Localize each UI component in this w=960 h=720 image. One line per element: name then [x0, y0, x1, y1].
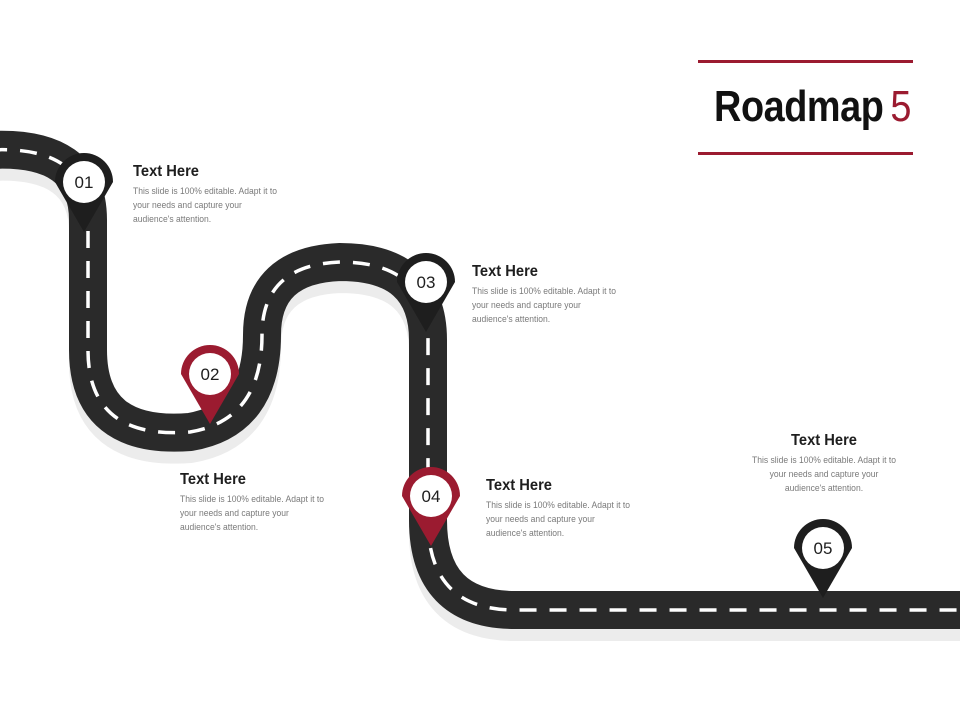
milestone-text-04: Text Here This slide is 100% editable. A… [486, 476, 646, 541]
milestone-heading-03: Text Here [472, 263, 538, 280]
milestone-text-05: Text Here This slide is 100% editable. A… [744, 431, 904, 496]
pin-05-label: 05 [814, 539, 833, 558]
title-top-rule [698, 60, 913, 63]
milestone-body-02: This slide is 100% editable. Adapt it to… [180, 494, 325, 533]
milestone-body-03: This slide is 100% editable. Adapt it to… [472, 286, 617, 325]
pin-02-label: 02 [201, 365, 220, 384]
milestone-heading-05: Text Here [790, 432, 857, 449]
milestone-text-03: Text Here This slide is 100% editable. A… [472, 262, 632, 327]
milestone-heading-01: Text Here [133, 163, 199, 180]
milestone-pin-01: 01 [55, 153, 113, 232]
title-main: Roadmap [714, 82, 884, 131]
milestone-pin-02: 02 [181, 345, 239, 424]
pin-01-label: 01 [75, 173, 94, 192]
milestone-body-01: This slide is 100% editable. Adapt it to… [133, 186, 278, 225]
milestone-heading-02: Text Here [180, 471, 246, 488]
milestone-text-01: Text Here This slide is 100% editable. A… [133, 162, 293, 227]
title-number: 5 [890, 82, 911, 131]
title-bottom-rule [698, 152, 913, 155]
milestone-body-05: This slide is 100% editable. Adapt it to… [751, 455, 896, 494]
pin-04-label: 04 [422, 487, 441, 506]
milestone-text-02: Text Here This slide is 100% editable. A… [180, 470, 340, 535]
milestone-pin-04: 04 [402, 467, 460, 546]
pin-03-label: 03 [417, 273, 436, 292]
milestone-pin-05: 05 [794, 519, 852, 598]
milestone-body-04: This slide is 100% editable. Adapt it to… [486, 500, 631, 539]
milestone-heading-04: Text Here [486, 477, 552, 494]
milestone-pin-03: 03 [397, 253, 455, 332]
